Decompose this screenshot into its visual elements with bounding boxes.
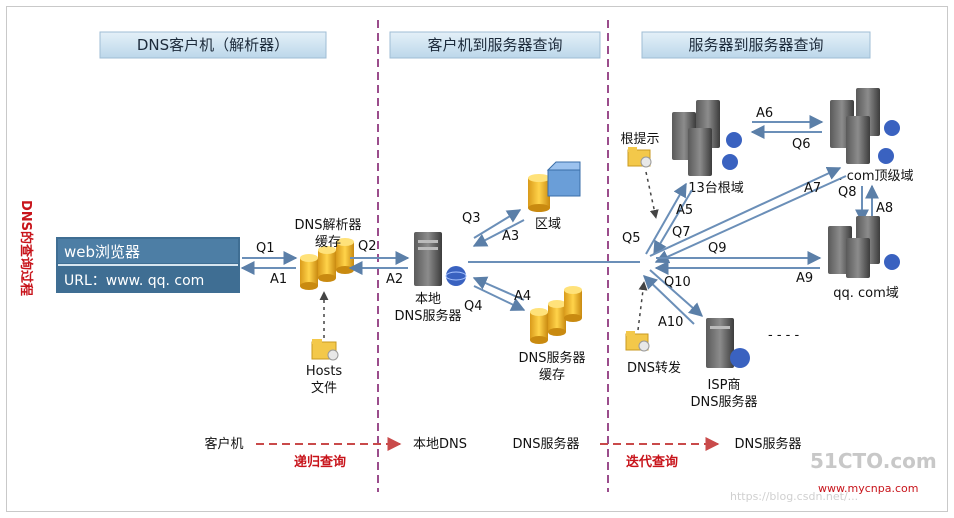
header-client-to-server-text: 客户机到服务器查询 (427, 36, 562, 54)
header-client: DNS客户机（解析器） (99, 31, 327, 59)
hosts-label-1: Hosts (306, 364, 343, 379)
watermark-site: 51CTO.com (810, 449, 937, 473)
label-q6: Q6 (792, 137, 811, 152)
bottom-client: 客户机 (204, 436, 243, 452)
arrow-root-hint (645, 171, 659, 219)
header-client-to-server: 客户机到服务器查询 (389, 31, 601, 59)
label-q9: Q9 (708, 241, 727, 256)
label-a5: A5 (676, 203, 693, 218)
label-q8: Q8 (838, 185, 857, 200)
qq-servers-label: qq. com域 (833, 286, 899, 301)
hosts-label-2: 文件 (311, 381, 337, 396)
arrow-q3 (473, 209, 522, 239)
isp-dns-label-1: ISP商 (708, 378, 741, 393)
arrow-a10 (642, 275, 695, 325)
side-title: DNS的查询过程 (18, 200, 34, 296)
label-q3: Q3 (462, 211, 481, 226)
browser-url: URL：www. qq. com (64, 273, 204, 289)
label-q5: Q5 (622, 231, 641, 246)
arrow-a3 (472, 219, 525, 247)
dns-forward-label: DNS转发 (627, 360, 681, 376)
resolver-cache-label-1: DNS解析器 (295, 218, 362, 233)
label-q10: Q10 (664, 275, 691, 290)
watermark-small: www.mycnpa.com (818, 482, 918, 495)
isp-dns-label-2: DNS服务器 (691, 394, 758, 410)
watermark-blog: https://blog.csdn.net/... (730, 490, 858, 503)
dns-cache-label-2: 缓存 (539, 368, 565, 383)
figure-frame (6, 6, 948, 512)
label-a3: A3 (502, 229, 519, 244)
arrow-q7 (649, 166, 842, 257)
isp-dns-server-icon (706, 318, 750, 368)
local-dns-label-1: 本地 (415, 292, 441, 307)
tld-servers-label: . com顶级域 (838, 169, 913, 184)
bottom-dns-server-2: DNS服务器 (735, 436, 802, 452)
local-dns-server-icon (414, 232, 467, 286)
label-a1: A1 (270, 272, 287, 287)
root-hint-label: 根提示 (620, 131, 659, 147)
arrow-a4 (472, 276, 525, 301)
bottom-iterative: 迭代查询 (626, 454, 678, 470)
root-servers-icon (672, 100, 742, 176)
label-q7: Q7 (672, 225, 691, 240)
header-server-to-server: 服务器到服务器查询 (641, 31, 871, 59)
label-a4: A4 (514, 289, 531, 304)
arrow-a5 (653, 189, 693, 256)
dns-cache-label-1: DNS服务器 (519, 350, 586, 366)
arrow-q4 (473, 285, 526, 311)
bottom-dns-server-1: DNS服务器 (513, 436, 580, 452)
label-a2: A2 (386, 272, 403, 287)
dns-forward-icon (625, 331, 650, 352)
resolver-cache-label-2: 缓存 (315, 235, 341, 250)
label-q2: Q2 (358, 239, 377, 254)
isp-dots: - - - - (768, 328, 799, 343)
browser-title: web浏览器 (64, 243, 140, 261)
web-browser: web浏览器 URL：www. qq. com (56, 237, 240, 293)
label-a10: A10 (658, 315, 683, 330)
label-q4: Q4 (464, 299, 483, 314)
tld-servers-icon (830, 88, 900, 164)
qq-servers-icon (828, 216, 900, 278)
zone-icon (528, 161, 581, 212)
arrow-q5 (645, 182, 687, 255)
bottom-recursive: 递归查询 (294, 454, 346, 470)
arrow-dns-forward (637, 281, 648, 331)
hosts-file-icon (311, 339, 339, 361)
header-server-to-server-text: 服务器到服务器查询 (688, 36, 823, 54)
label-a9: A9 (796, 271, 813, 286)
dns-cache-icon (530, 286, 582, 344)
root-hint-icon (627, 147, 652, 168)
arrow-q10 (649, 269, 704, 317)
zone-label: 区域 (535, 217, 561, 232)
label-a8: A8 (876, 201, 893, 216)
header-client-text: DNS客户机（解析器） (137, 36, 289, 54)
arrow-a7 (654, 175, 847, 264)
root-servers-label: 13台根域 (688, 181, 744, 196)
local-dns-label-2: DNS服务器 (395, 308, 462, 324)
label-a7: A7 (804, 181, 821, 196)
label-q1: Q1 (256, 241, 275, 256)
label-a6: A6 (756, 106, 773, 121)
bottom-local-dns: 本地DNS (413, 437, 467, 452)
